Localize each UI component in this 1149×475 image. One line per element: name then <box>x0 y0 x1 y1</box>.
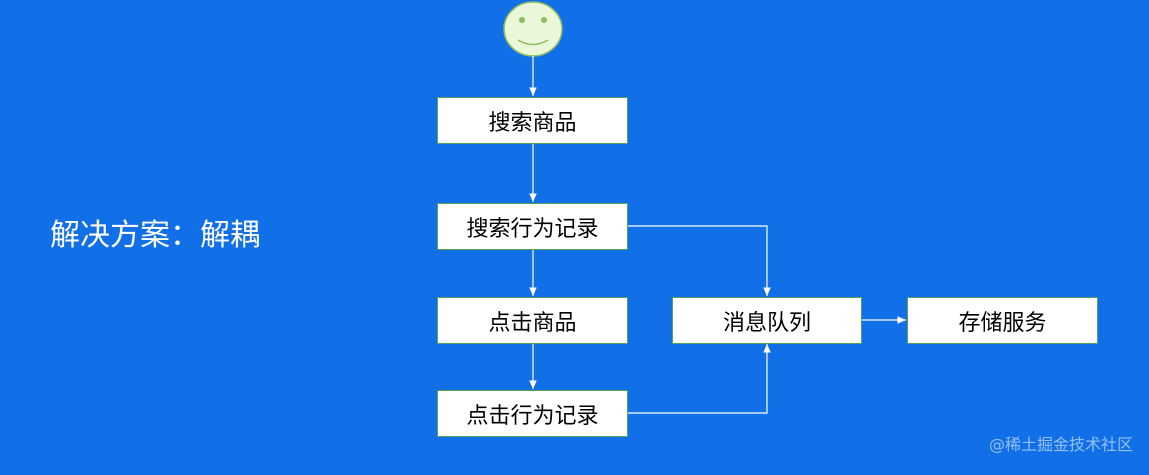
watermark: @稀土掘金技术社区 <box>988 435 1133 454</box>
connectors <box>529 56 906 414</box>
slide-title: 解决方案：解耦 <box>50 218 260 253</box>
node-message-queue: 消息队列 <box>672 297 862 344</box>
connector-search-log-to-queue <box>628 225 771 296</box>
node-search-log: 搜索行为记录 <box>437 203 628 250</box>
node-click-product: 点击商品 <box>437 297 628 344</box>
smiley-face-icon <box>503 1 563 57</box>
node-click-log: 点击行为记录 <box>437 390 628 437</box>
node-search-product: 搜索商品 <box>437 97 628 144</box>
connector-click-log-to-queue <box>628 344 771 414</box>
node-storage-service: 存储服务 <box>907 297 1098 344</box>
